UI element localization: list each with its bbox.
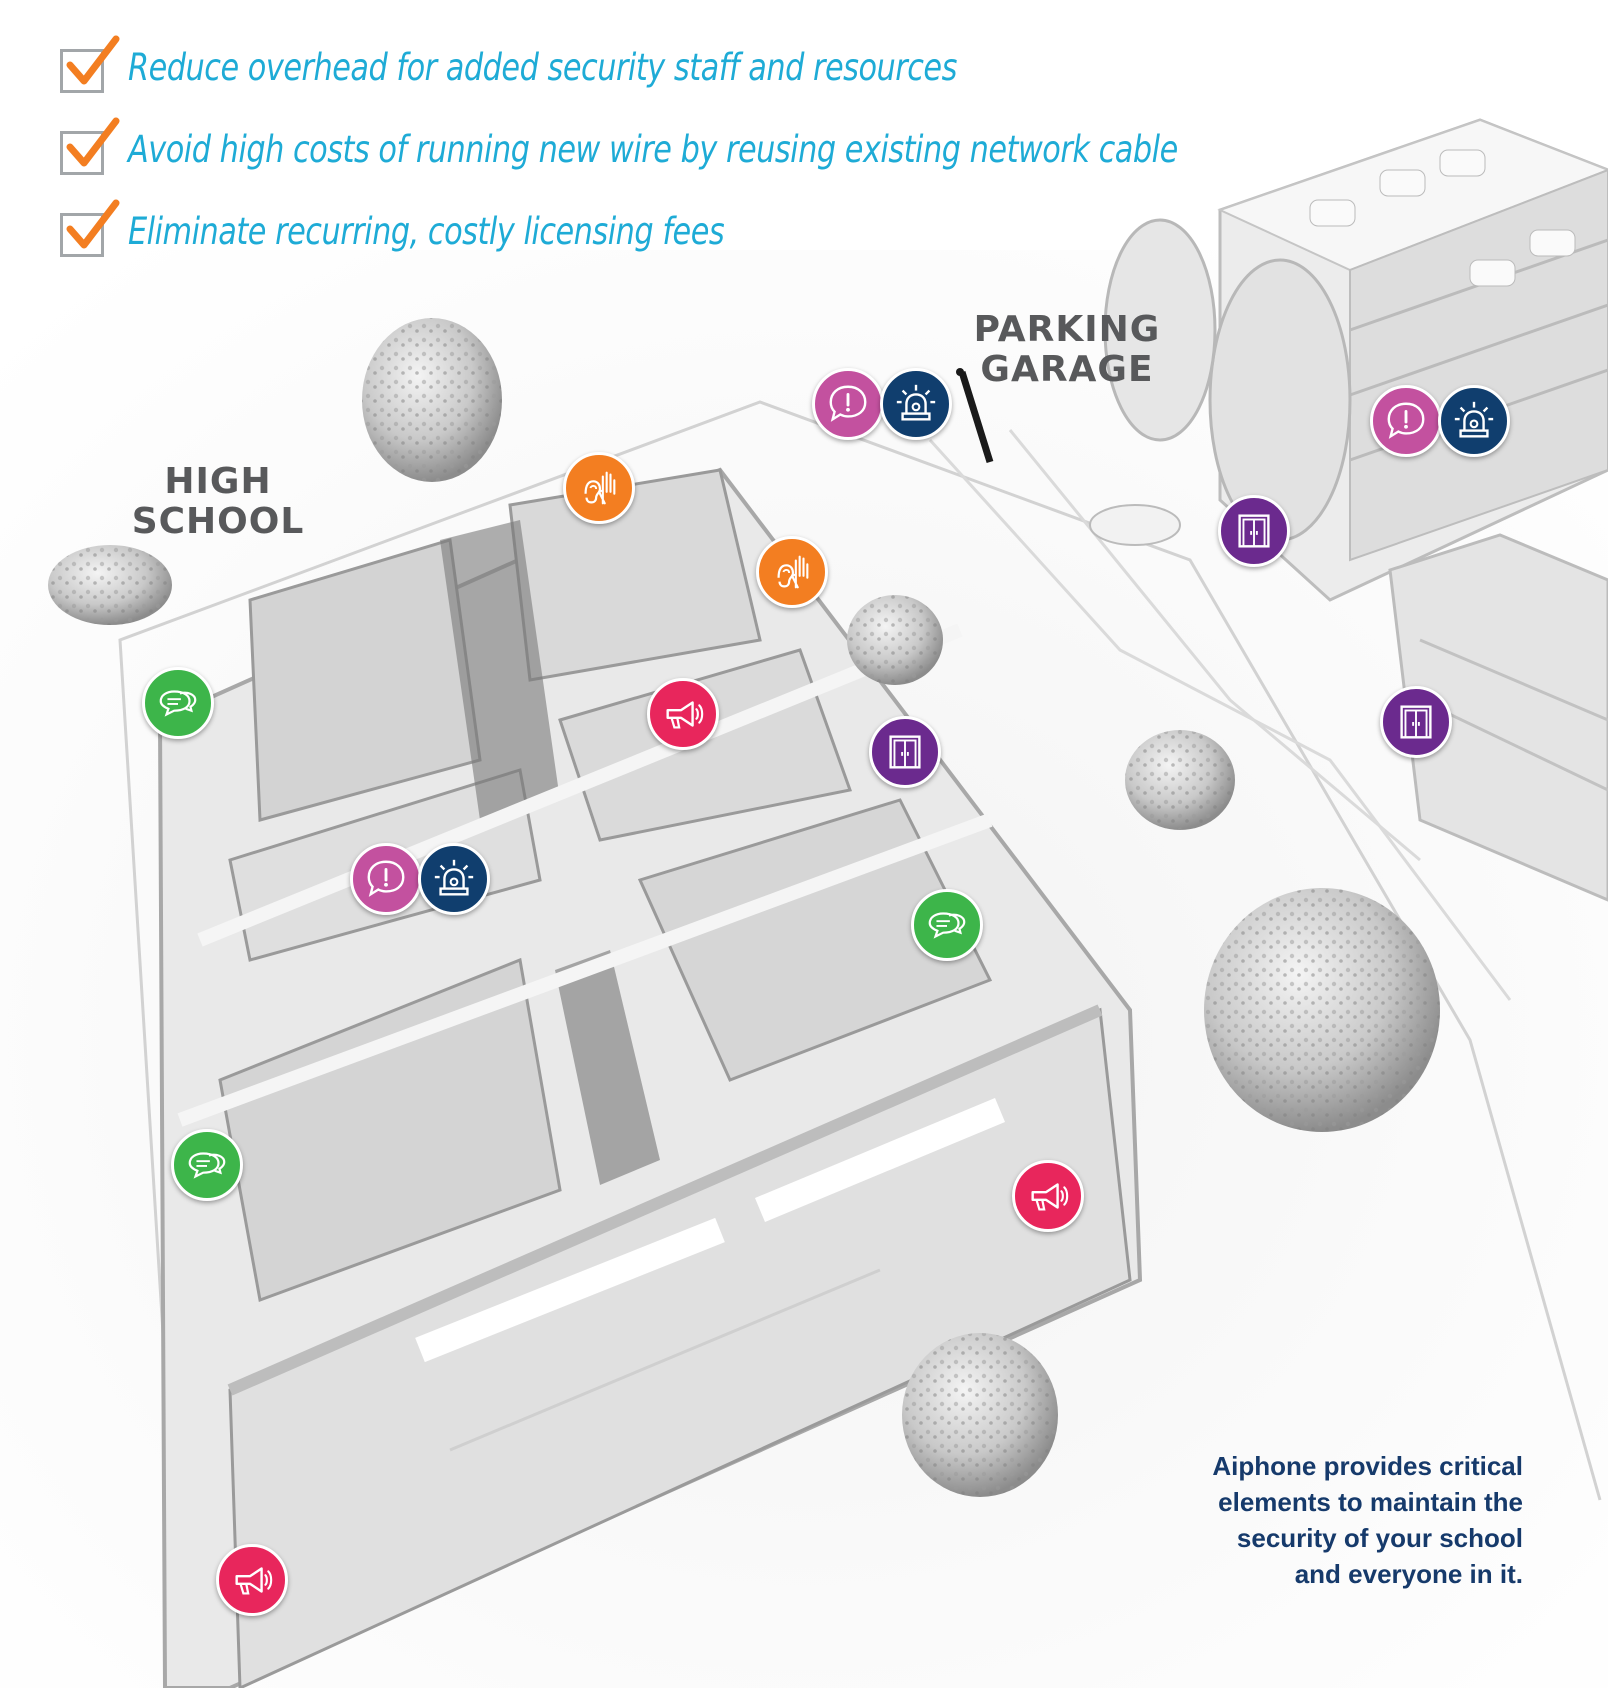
checklist-item: Avoid high costs of running new wire by … <box>60 117 1408 176</box>
checkbox-checked-icon <box>60 199 120 257</box>
alert-speech-bubble-icon <box>1370 385 1442 457</box>
walkway-outline <box>118 400 1602 1688</box>
double-door-icon <box>1218 495 1290 567</box>
checklist-text: Eliminate recurring, costly licensing fe… <box>128 209 725 253</box>
alert-speech-bubble-icon <box>812 368 884 440</box>
checkbox-checked-icon <box>60 35 120 93</box>
ear-hand-icon <box>563 452 635 524</box>
checklist-text: Avoid high costs of running new wire by … <box>128 127 1178 171</box>
ear-hand-icon <box>756 536 828 608</box>
alarm-beacon-icon <box>418 843 490 915</box>
trees <box>48 318 1440 1497</box>
parking-garage-label: PARKING GARAGE <box>973 309 1161 390</box>
benefits-checklist: Reduce overhead for added security staff… <box>60 35 1408 286</box>
checklist-item: Reduce overhead for added security staff… <box>60 35 1408 94</box>
parking-road <box>928 438 1512 1001</box>
emergency-call-tower <box>956 368 994 464</box>
checkbox-checked-icon <box>60 117 120 175</box>
megaphone-icon <box>647 678 719 750</box>
checklist-text: Reduce overhead for added security staff… <box>128 45 957 89</box>
megaphone-icon <box>1012 1160 1084 1232</box>
chat-bubbles-icon <box>142 667 214 739</box>
checklist-item: Eliminate recurring, costly licensing fe… <box>60 199 1408 258</box>
double-door-icon <box>869 716 941 788</box>
alert-speech-bubble-icon <box>350 843 422 915</box>
double-door-icon <box>1380 686 1452 758</box>
high-school-label: HIGH SCHOOL <box>131 461 305 542</box>
parking-garage-building <box>1089 118 1608 602</box>
chat-bubbles-icon <box>911 889 983 961</box>
tagline-text: Aiphone provides critical elements to ma… <box>1212 1451 1523 1589</box>
alarm-beacon-icon <box>880 368 952 440</box>
chat-bubbles-icon <box>171 1129 243 1201</box>
megaphone-icon <box>216 1544 288 1616</box>
alarm-beacon-icon <box>1438 385 1510 457</box>
